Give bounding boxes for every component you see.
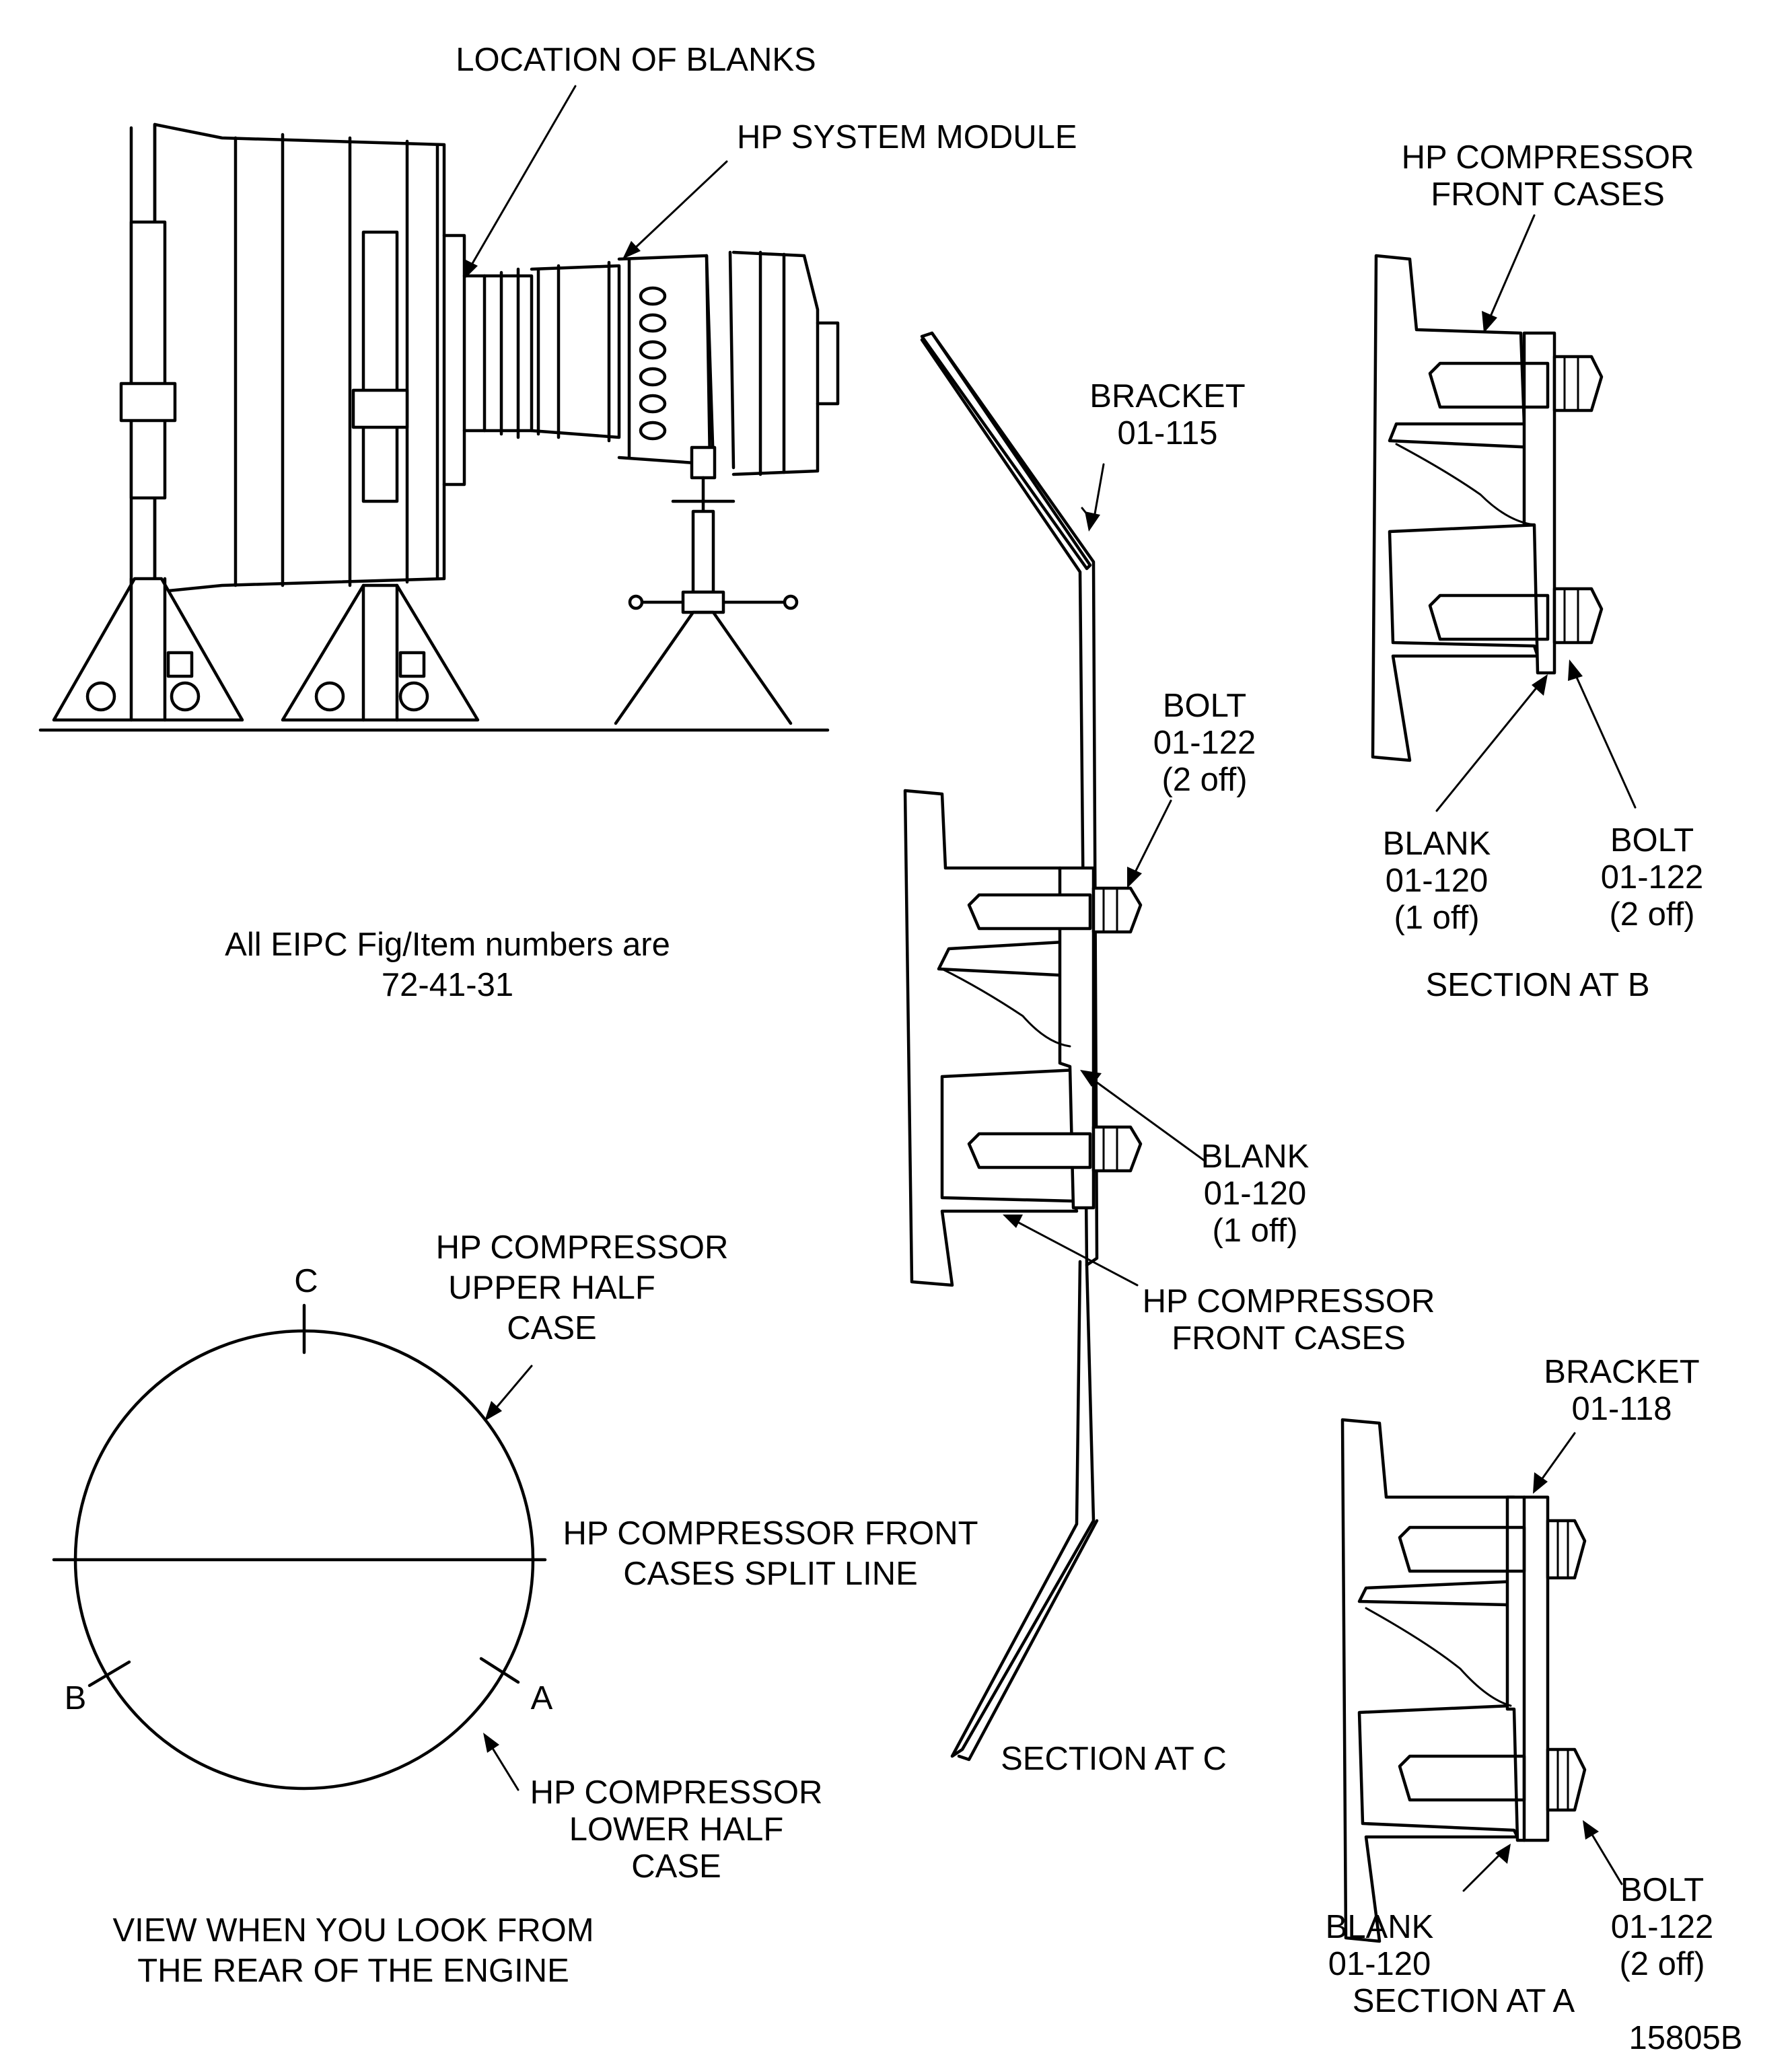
leader-location-of-blanks xyxy=(464,85,577,279)
label-bolt-c-line3: (2 off) xyxy=(1161,762,1247,798)
label-hp-comp-front-cases-b-line2: FRONT CASES xyxy=(1431,176,1665,213)
section-a-drawing xyxy=(1340,1418,1623,1943)
label-upper-half-case-line1: HP COMPRESSOR xyxy=(436,1229,729,1266)
label-bolt-a-line1: BOLT xyxy=(1620,1872,1704,1908)
labels: LOCATION OF BLANKS HP SYSTEM MODULE HP C… xyxy=(65,42,1743,2056)
label-position-a: A xyxy=(531,1680,553,1716)
label-blank-b-line2: 01-120 xyxy=(1386,863,1489,899)
label-location-of-blanks: LOCATION OF BLANKS xyxy=(456,42,816,78)
section-b-drawing xyxy=(1371,214,1637,812)
label-upper-half-case-line2: UPPER HALF xyxy=(448,1270,655,1306)
label-bolt-b-line1: BOLT xyxy=(1610,822,1694,859)
label-view-caption-line1: VIEW WHEN YOU LOOK FROM xyxy=(112,1912,594,1949)
label-position-c: C xyxy=(294,1263,318,1299)
label-lower-half-case-line3: CASE xyxy=(631,1848,721,1885)
label-bolt-c-line2: 01-122 xyxy=(1153,725,1256,761)
label-bracket-01-115-line1: BRACKET xyxy=(1089,378,1245,414)
label-bolt-a-line2: 01-122 xyxy=(1611,1909,1714,1945)
label-bracket-01-118-line1: BRACKET xyxy=(1544,1354,1699,1390)
label-bolt-b-line2: 01-122 xyxy=(1601,859,1704,896)
label-bolt-b-line3: (2 off) xyxy=(1609,896,1694,933)
label-split-line-line2: CASES SPLIT LINE xyxy=(623,1556,918,1592)
label-upper-half-case-line3: CASE xyxy=(507,1310,596,1346)
label-lower-half-case-line2: LOWER HALF xyxy=(569,1811,784,1848)
label-position-b: B xyxy=(65,1680,87,1716)
label-eipc-note-line1: All EIPC Fig/Item numbers are xyxy=(225,927,670,963)
label-section-c: SECTION AT C xyxy=(1001,1741,1227,1777)
label-blank-b-line3: (1 off) xyxy=(1394,900,1479,936)
label-bracket-01-115-line2: 01-115 xyxy=(1118,415,1218,451)
label-bolt-a-line3: (2 off) xyxy=(1619,1946,1705,1982)
label-section-b: SECTION AT B xyxy=(1425,967,1649,1003)
label-figure-id: 15805B xyxy=(1629,2020,1743,2056)
label-blank-a-line1: BLANK xyxy=(1326,1909,1434,1945)
label-lower-half-case-line1: HP COMPRESSOR xyxy=(530,1774,823,1811)
leader-hp-system-module xyxy=(622,160,728,259)
label-bolt-c-line1: BOLT xyxy=(1163,688,1246,724)
label-eipc-note-line2: 72-41-31 xyxy=(382,967,513,1003)
label-view-caption-line2: THE REAR OF THE ENGINE xyxy=(137,1953,569,1989)
label-hp-system-module: HP SYSTEM MODULE xyxy=(737,119,1077,155)
label-blank-c-line1: BLANK xyxy=(1201,1138,1310,1175)
label-blank-b-line1: BLANK xyxy=(1383,826,1491,862)
engine-illustration xyxy=(38,122,840,732)
section-c-drawing xyxy=(903,331,1206,1762)
label-blank-a-line2: 01-120 xyxy=(1328,1946,1431,1982)
label-hp-comp-front-cases-b-line1: HP COMPRESSOR xyxy=(1402,139,1694,176)
label-hp-comp-front-cases-c-line1: HP COMPRESSOR xyxy=(1143,1283,1435,1319)
label-blank-c-line3: (1 off) xyxy=(1212,1213,1297,1249)
label-blank-c-line2: 01-120 xyxy=(1204,1176,1307,1212)
label-section-a: SECTION AT A xyxy=(1353,1983,1575,2019)
label-hp-comp-front-cases-c-line2: FRONT CASES xyxy=(1172,1320,1406,1357)
label-split-line-line1: HP COMPRESSOR FRONT xyxy=(563,1515,978,1552)
label-bracket-01-118-line2: 01-118 xyxy=(1572,1391,1672,1427)
rear-view-diagram xyxy=(52,1303,547,1791)
